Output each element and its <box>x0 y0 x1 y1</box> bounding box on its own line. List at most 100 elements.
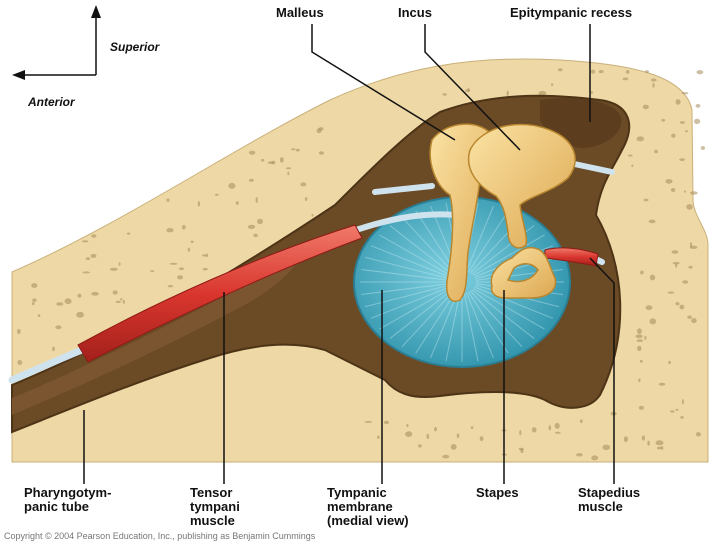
stapedius-leader <box>589 257 615 484</box>
bone-pore <box>640 359 643 363</box>
bone-pore <box>650 78 657 82</box>
bone-pore <box>202 267 208 271</box>
bone-pore <box>670 410 675 413</box>
bone-pore <box>304 197 308 201</box>
bone-pore <box>679 158 685 162</box>
bone-pore <box>652 82 655 88</box>
membrane-fiber <box>463 292 479 362</box>
malleus-label: Malleus <box>276 5 324 20</box>
bone-pore <box>649 318 657 325</box>
bone-pore <box>591 455 599 461</box>
bone-pore <box>64 298 72 305</box>
bone-pore <box>260 158 265 162</box>
bone-pore <box>205 253 209 257</box>
membrane-fiber <box>474 286 554 319</box>
bone-pore <box>657 446 662 450</box>
bone-pore <box>150 270 155 273</box>
bone-pore <box>660 446 664 450</box>
membrane-fiber <box>473 234 545 276</box>
bone-pore <box>688 265 693 269</box>
bone-pore <box>554 422 560 429</box>
bone-pore <box>77 293 82 298</box>
bone-pore <box>691 318 697 324</box>
tensor-tympani-muscle <box>77 224 363 363</box>
bone-pore <box>557 68 563 72</box>
membrane-fiber <box>430 292 459 359</box>
bone-pore <box>31 283 38 288</box>
bone-pore <box>645 305 653 311</box>
bone-pore <box>202 254 207 257</box>
bone-pore <box>126 232 131 235</box>
bone-pore <box>190 240 194 243</box>
bone-pore <box>248 150 256 155</box>
bone-pore <box>181 225 186 230</box>
bone-pore <box>667 291 675 294</box>
membrane-fiber <box>364 256 449 280</box>
bone-pore <box>648 219 656 224</box>
bone-pore <box>118 262 121 266</box>
bone-pore <box>287 171 290 176</box>
membrane-fiber <box>467 210 509 273</box>
bone-pore <box>418 444 422 448</box>
leader-lines <box>83 24 615 484</box>
tensor-tendon <box>347 211 458 235</box>
bone-pore <box>627 154 633 157</box>
bone-pore <box>658 382 666 386</box>
bone-pore <box>17 328 21 335</box>
anterior-ligament <box>372 183 435 195</box>
membrane-fiber <box>370 286 450 319</box>
bone-pore <box>450 444 457 450</box>
bone-pore <box>166 228 174 233</box>
membrane-fiber <box>401 290 455 348</box>
superior-label: Superior <box>110 40 160 54</box>
bone-pore <box>255 197 258 203</box>
bone-pore <box>467 87 470 93</box>
bone-pore <box>665 179 673 184</box>
membrane-fiber <box>465 205 494 272</box>
bone-pore <box>602 444 611 450</box>
bone-pore <box>406 423 409 428</box>
bone-pore <box>696 70 704 75</box>
bone-pore <box>442 93 447 96</box>
bone-pore <box>442 454 450 459</box>
bone-pore <box>32 298 37 303</box>
bone-pore <box>91 234 97 238</box>
stapedius-muscle-shape <box>544 247 599 267</box>
bone-pore <box>685 130 688 133</box>
bone-pore <box>695 104 701 108</box>
bone-pore <box>169 262 178 265</box>
bone-pore <box>647 440 650 446</box>
bone-pore <box>55 325 62 330</box>
bone-pore <box>644 70 649 73</box>
bone-pore <box>682 280 689 284</box>
bone-pore <box>622 77 629 81</box>
orientation-arrows <box>12 5 101 80</box>
bone-pore <box>37 314 41 317</box>
bone-pore <box>257 218 263 225</box>
bone-pore <box>672 261 680 265</box>
bone-pore <box>638 405 645 410</box>
membrane-fiber <box>389 225 453 275</box>
bone-pore <box>675 264 678 268</box>
bone-pore <box>631 164 634 168</box>
malleus-leader <box>311 24 456 141</box>
bone-pore <box>598 70 604 74</box>
bone-pore <box>625 70 630 74</box>
bone-pore <box>214 193 219 196</box>
bone-pore <box>640 270 644 275</box>
bone-pore <box>683 190 687 193</box>
bone-pore <box>670 188 676 192</box>
bone-pore <box>311 213 314 217</box>
bone-pore <box>695 432 701 437</box>
bone-pore <box>675 99 681 105</box>
stapedius-muscle-label: Stapedius muscle <box>578 485 641 514</box>
bone-pore <box>112 290 118 295</box>
bone-pore <box>31 302 35 306</box>
membrane-fiber <box>361 283 449 296</box>
membrane-fiber <box>401 216 455 274</box>
membrane-fiber <box>415 291 457 354</box>
bone-pore <box>115 300 122 303</box>
membrane-fiber <box>469 290 523 348</box>
bone-pore <box>81 240 89 243</box>
